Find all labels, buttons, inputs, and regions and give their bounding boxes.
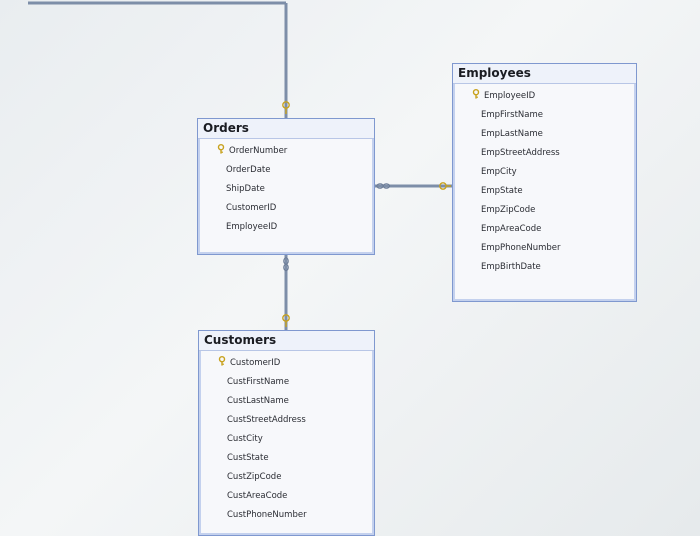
primary-key-field[interactable]: EmployeeID (453, 87, 636, 106)
field-name: EmpState (481, 186, 523, 196)
field-name: CustPhoneNumber (227, 510, 307, 520)
field-row[interactable]: OrderDate (198, 161, 374, 180)
field-row[interactable]: EmpState (453, 182, 636, 201)
field-row[interactable]: EmpFirstName (453, 106, 636, 125)
table-title[interactable]: Customers (199, 331, 374, 351)
field-row[interactable]: CustZipCode (199, 468, 374, 487)
field-row[interactable]: ShipDate (198, 180, 374, 199)
field-row[interactable]: CustState (199, 449, 374, 468)
field-name: EmployeeID (484, 91, 536, 101)
field-row[interactable]: EmpBirthDate (453, 258, 636, 277)
field-name: CustLastName (227, 396, 289, 406)
field-row[interactable]: CustFirstName (199, 373, 374, 392)
key-icon (471, 88, 481, 99)
field-name: CustState (227, 453, 269, 463)
key-icon (216, 143, 226, 154)
field-row[interactable]: CustAreaCode (199, 487, 374, 506)
field-row[interactable]: EmployeeID (198, 218, 374, 237)
key-end-icon (282, 314, 290, 327)
field-row[interactable]: EmpPhoneNumber (453, 239, 636, 258)
field-row[interactable]: EmpAreaCode (453, 220, 636, 239)
field-name: CustomerID (230, 358, 281, 368)
table-title[interactable]: Employees (453, 64, 636, 84)
field-row[interactable]: CustPhoneNumber (199, 506, 374, 525)
field-name: EmpFirstName (481, 110, 544, 120)
primary-key-field[interactable]: OrderNumber (198, 142, 374, 161)
field-name: CustomerID (226, 203, 277, 213)
field-name: EmpStreetAddress (481, 148, 560, 158)
field-name: EmpAreaCode (481, 224, 542, 234)
table-title[interactable]: Orders (198, 119, 374, 139)
field-name: OrderDate (226, 165, 271, 175)
field-row[interactable]: EmpCity (453, 163, 636, 182)
field-name: CustStreetAddress (227, 415, 306, 425)
key-end-icon (282, 101, 290, 114)
field-row[interactable]: EmpStreetAddress (453, 144, 636, 163)
field-row[interactable]: CustCity (199, 430, 374, 449)
field-row[interactable]: EmpLastName (453, 125, 636, 144)
field-name: EmpCity (481, 167, 517, 177)
field-name: CustZipCode (227, 472, 282, 482)
field-row[interactable]: EmpZipCode (453, 201, 636, 220)
field-name: EmpPhoneNumber (481, 243, 561, 253)
field-name: CustAreaCode (227, 491, 288, 501)
field-row[interactable]: CustLastName (199, 392, 374, 411)
field-row[interactable]: CustStreetAddress (199, 411, 374, 430)
field-name: EmpBirthDate (481, 262, 541, 272)
field-name: EmployeeID (226, 222, 278, 232)
key-end-icon (439, 182, 451, 190)
relationship-line-top[interactable] (28, 1, 288, 118)
field-name: ShipDate (226, 184, 265, 194)
infinity-end-icon (376, 183, 391, 189)
field-name: EmpZipCode (481, 205, 536, 215)
field-name: CustCity (227, 434, 263, 444)
field-name: CustFirstName (227, 377, 290, 387)
field-row[interactable]: CustomerID (198, 199, 374, 218)
field-name: EmpLastName (481, 129, 543, 139)
field-name: OrderNumber (229, 146, 288, 156)
key-icon (217, 355, 227, 366)
infinity-end-icon (283, 257, 289, 272)
primary-key-field[interactable]: CustomerID (199, 354, 374, 373)
